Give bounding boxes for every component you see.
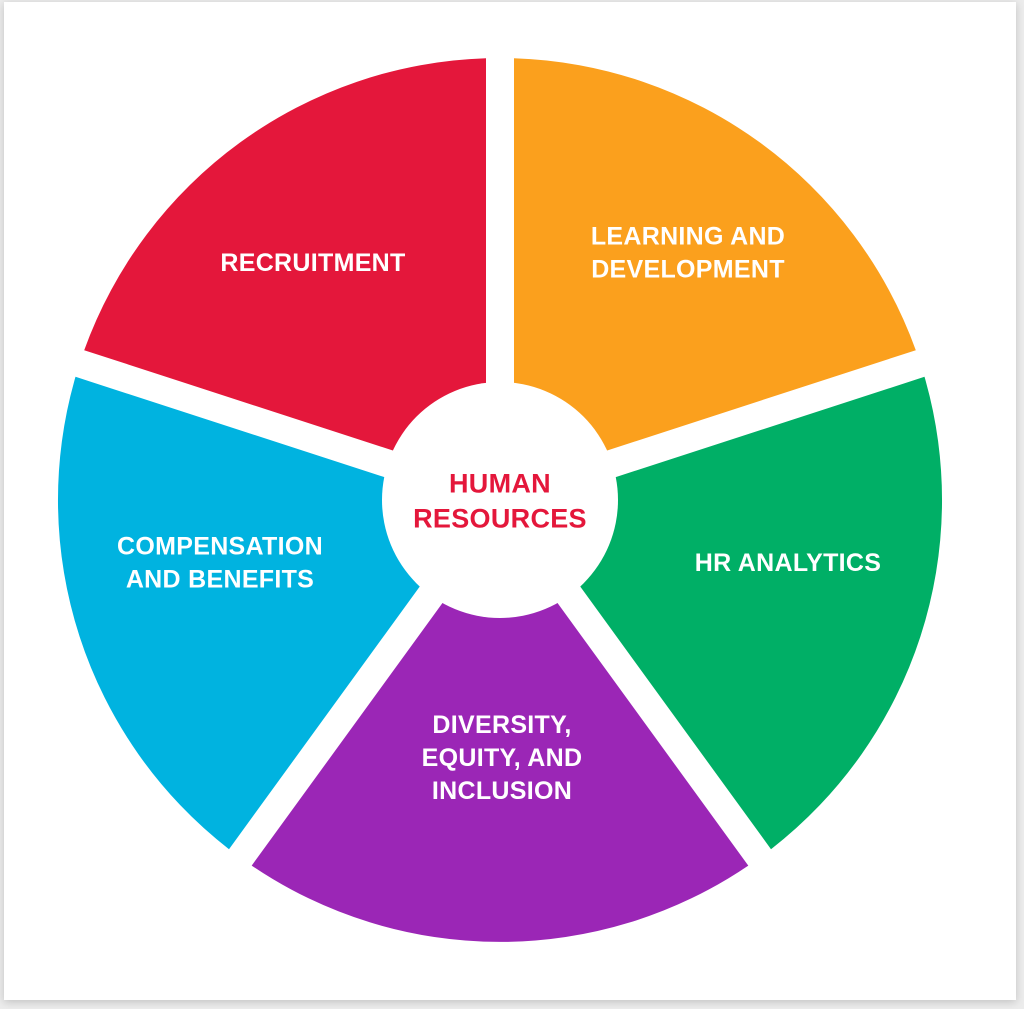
center-hub bbox=[382, 382, 618, 618]
segment-hr-analytics bbox=[564, 376, 943, 850]
segments-layer: LEARNING AND DEVELOPMENT HR ANALYTICS DIVER… bbox=[57, 58, 943, 942]
segment-compensation-and-benefits bbox=[57, 376, 436, 850]
segment-label-line: COMPENSATION bbox=[117, 533, 323, 561]
center-label-line: RESOURCES bbox=[413, 504, 587, 534]
segment-label-line: RECRUITMENT bbox=[220, 249, 405, 277]
segment-label-line: DEVELOPMENT bbox=[591, 256, 785, 284]
segment-label-compensation-and-benefits: COMPENSATION AND BENEFITS bbox=[117, 533, 323, 594]
segment-label-line: EQUITY, AND bbox=[422, 744, 583, 772]
segment-label-line: LEARNING AND bbox=[591, 223, 785, 251]
segment-diversity-equity-inclusion bbox=[251, 581, 749, 942]
segment-label-line: AND BENEFITS bbox=[126, 566, 314, 594]
segment-label-line: HR ANALYTICS bbox=[695, 549, 882, 577]
segment-label-learning-and-development: LEARNING AND DEVELOPMENT bbox=[591, 223, 785, 284]
center-label: HUMAN RESOURCES bbox=[413, 469, 587, 534]
segment-label-recruitment: RECRUITMENT bbox=[220, 249, 405, 277]
segment-label-hr-analytics: HR ANALYTICS bbox=[695, 549, 882, 577]
segment-label-diversity-equity-inclusion: DIVERSITY, EQUITY, AND INCLUSION bbox=[422, 711, 583, 805]
segment-recruitment bbox=[84, 58, 486, 459]
segment-learning-and-development bbox=[514, 58, 916, 459]
center-label-line: HUMAN bbox=[449, 469, 551, 499]
segment-label-line: DIVERSITY, bbox=[432, 711, 571, 739]
segment-label-line: INCLUSION bbox=[432, 777, 572, 805]
